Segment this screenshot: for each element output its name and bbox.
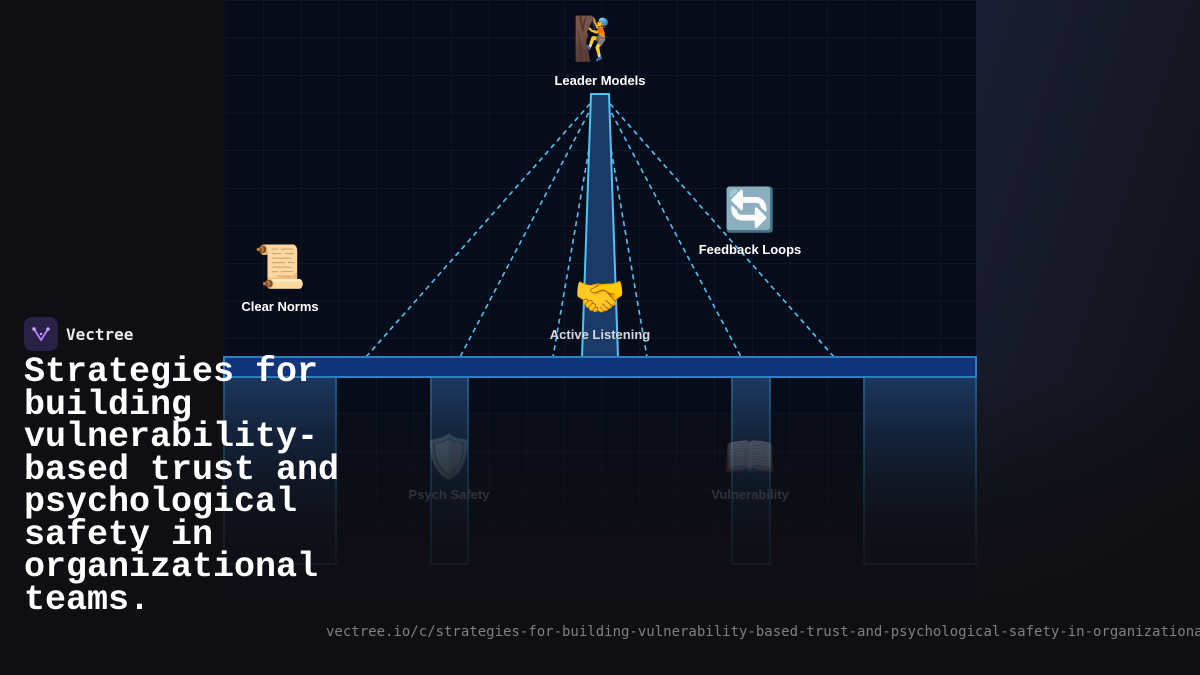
page-title: Strategies for building vulnerability-ba… <box>24 352 340 620</box>
vectree-logo-icon <box>24 317 58 351</box>
cable-center-left <box>552 96 599 358</box>
page-url[interactable]: vectree.io/c/strategies-for-building-vul… <box>326 624 1200 640</box>
right-backdrop <box>976 0 1200 675</box>
node-label-active-listening: Active Listening <box>549 327 651 342</box>
counterclockwise-arrows-icon: 🔄 <box>723 185 777 234</box>
cable-center-right <box>601 96 648 358</box>
cable-left-inner <box>459 96 598 358</box>
node-label-clear-norms: Clear Norms <box>241 299 319 314</box>
node-label-psych-safety: Psych Safety <box>408 487 490 502</box>
open-book-icon: 📖 <box>723 432 777 481</box>
node-label-vulnerability: Vulnerability <box>711 487 789 502</box>
scroll-icon: 📜 <box>253 242 307 291</box>
bridge-deck <box>223 356 977 378</box>
cable-group <box>365 96 835 358</box>
cable-right-inner <box>602 96 742 358</box>
node-label-leader-models: Leader Models <box>554 73 646 88</box>
cable-right-outer <box>603 96 835 358</box>
pillar-right-anchor <box>863 357 977 565</box>
person-climbing-icon: 🧗 <box>572 14 626 63</box>
handshake-icon: 🤝 <box>573 272 627 321</box>
brand-name: Vectree <box>66 324 134 344</box>
node-label-feedback-loops: Feedback Loops <box>698 242 802 257</box>
cable-left-outer <box>365 96 597 358</box>
brand[interactable]: Vectree <box>24 317 133 351</box>
shield-icon: 🛡️ <box>422 432 476 481</box>
